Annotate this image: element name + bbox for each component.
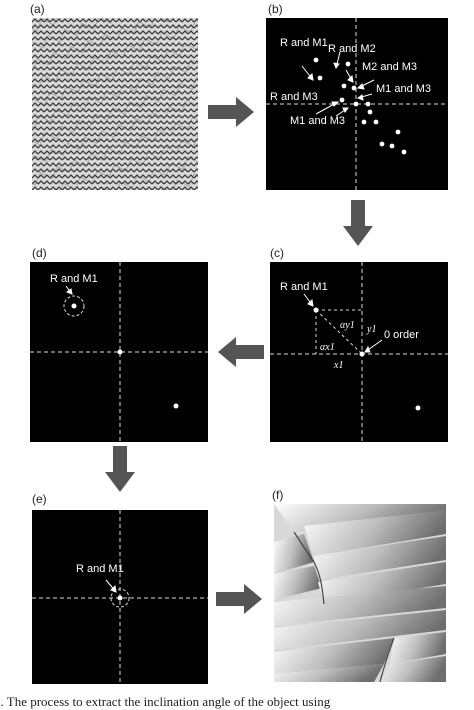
b-spot — [373, 119, 379, 125]
c-label-y1: y1 — [366, 324, 376, 335]
b-spot — [353, 101, 359, 107]
b-label-m1-m3-bottom: M1 and M3 — [290, 115, 345, 127]
b-spot — [379, 141, 385, 147]
b-spot — [361, 119, 367, 125]
phase-map-image — [274, 504, 446, 682]
e-spot-r-m1 — [117, 595, 123, 601]
d-spot-conjugate — [173, 403, 179, 409]
arrow-down-d-e — [105, 446, 135, 492]
label-c: (c) — [270, 246, 284, 260]
label-b: (b) — [268, 2, 283, 16]
b-spot — [401, 149, 407, 155]
b-label-r-m1: R and M1 — [280, 37, 328, 49]
c-label-ax1: αx1 — [320, 342, 335, 353]
label-e: (e) — [32, 492, 47, 506]
d-spot-r-m1 — [71, 303, 77, 309]
panel-e-centered: R and M1 — [32, 510, 208, 684]
panel-f-phase-map — [274, 504, 446, 682]
d-label-r-m1: R and M1 — [50, 273, 98, 285]
b-spot — [389, 143, 395, 149]
d-filter-circle — [63, 295, 85, 317]
c-spot-zero — [359, 351, 365, 357]
arrow-right-e-f — [216, 584, 262, 614]
e-filter-circle — [110, 588, 130, 608]
label-a: (a) — [30, 2, 45, 16]
arrow-right-a-b — [208, 97, 254, 127]
c-label-zero-order: 0 order — [384, 329, 419, 341]
c-label-r-m1: R and M1 — [280, 281, 328, 293]
c-label-ay1: αy1 — [340, 320, 355, 331]
b-label-m1-m3-right: M1 and M3 — [376, 83, 431, 95]
b-spot — [313, 57, 319, 63]
panel-b-spectrum: R and M1 R and M2 M2 and M3 M1 and M3 R … — [266, 18, 448, 190]
arrow-down-b-c — [343, 200, 373, 246]
b-spot — [341, 83, 347, 89]
c-spot-conjugate — [415, 405, 421, 411]
b-spot — [365, 101, 371, 107]
b-spot — [395, 129, 401, 135]
b-spots — [313, 57, 407, 155]
arrow-left-c-d — [218, 337, 264, 367]
b-spot — [317, 75, 323, 81]
b-spot — [351, 85, 357, 91]
label-f: (f) — [272, 488, 284, 502]
figure-caption: 2. The process to extract the inclinatio… — [0, 694, 331, 709]
e-label-r-m1: R and M1 — [76, 563, 124, 575]
panel-a-hologram — [32, 18, 198, 190]
b-label-m2-m3: M2 and M3 — [362, 61, 417, 73]
c-label-x1: x1 — [333, 360, 343, 371]
label-d: (d) — [32, 246, 47, 260]
b-spot — [367, 109, 373, 115]
panel-c-spectrum: R and M1 0 order αy1 y1 αx1 x1 — [270, 262, 448, 442]
panel-d-filtered: R and M1 — [30, 262, 208, 442]
d-spot-zero — [117, 349, 123, 355]
b-label-r-m2: R and M2 — [328, 43, 376, 55]
hologram-pattern — [32, 18, 198, 190]
b-label-r-m3: R and M3 — [270, 91, 318, 103]
b-spot — [339, 97, 345, 103]
b-spot — [345, 61, 351, 67]
c-spot-r-m1 — [313, 307, 319, 313]
